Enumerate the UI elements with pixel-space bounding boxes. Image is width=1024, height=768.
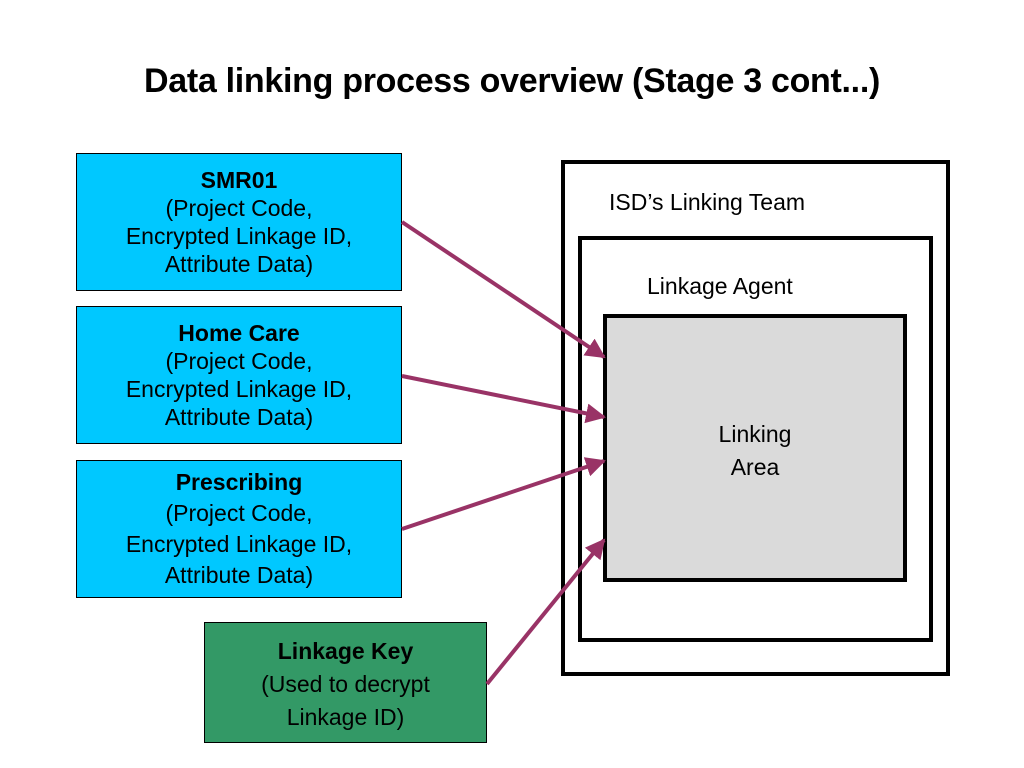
source-line: Attribute Data) [164, 562, 314, 588]
source-heading: Prescribing [175, 469, 303, 495]
linkage-key-line: (Used to decrypt [261, 671, 430, 697]
arrow-prescribing [401, 457, 606, 531]
arrow-linkage-key [485, 538, 606, 686]
source-heading: SMR01 [200, 167, 278, 193]
arrow-home-care [401, 374, 606, 424]
source-box-prescribing: Prescribing (Project Code, Encrypted Lin… [76, 460, 402, 598]
linking-area: Linking Area [603, 314, 907, 582]
source-line: Encrypted Linkage ID, [125, 376, 353, 402]
source-box-smr01: SMR01 (Project Code, Encrypted Linkage I… [76, 153, 402, 291]
source-box-home-care: Home Care (Project Code, Encrypted Linka… [76, 306, 402, 444]
source-line: (Project Code, [165, 348, 313, 374]
source-line: Attribute Data) [164, 404, 314, 430]
source-line: Encrypted Linkage ID, [125, 531, 353, 557]
linkage-key-line: Linkage ID) [286, 704, 405, 730]
source-line: (Project Code, [165, 195, 313, 221]
isd-linking-team-label: ISD’s Linking Team [609, 189, 806, 215]
source-line: Encrypted Linkage ID, [125, 223, 353, 249]
linkage-key-heading: Linkage Key [277, 638, 414, 664]
page-title: Data linking process overview (Stage 3 c… [143, 62, 880, 100]
source-line: Attribute Data) [164, 251, 314, 277]
linkage-key-box: Linkage Key (Used to decrypt Linkage ID) [204, 622, 487, 743]
linking-area-line: Area [730, 454, 780, 480]
arrow-smr01 [400, 220, 606, 359]
linking-area-label: Linking Area [607, 418, 903, 484]
linkage-agent-label: Linkage Agent [647, 273, 793, 299]
linking-area-line: Linking [718, 421, 792, 447]
source-line: (Project Code, [165, 500, 313, 526]
source-heading: Home Care [178, 320, 300, 346]
